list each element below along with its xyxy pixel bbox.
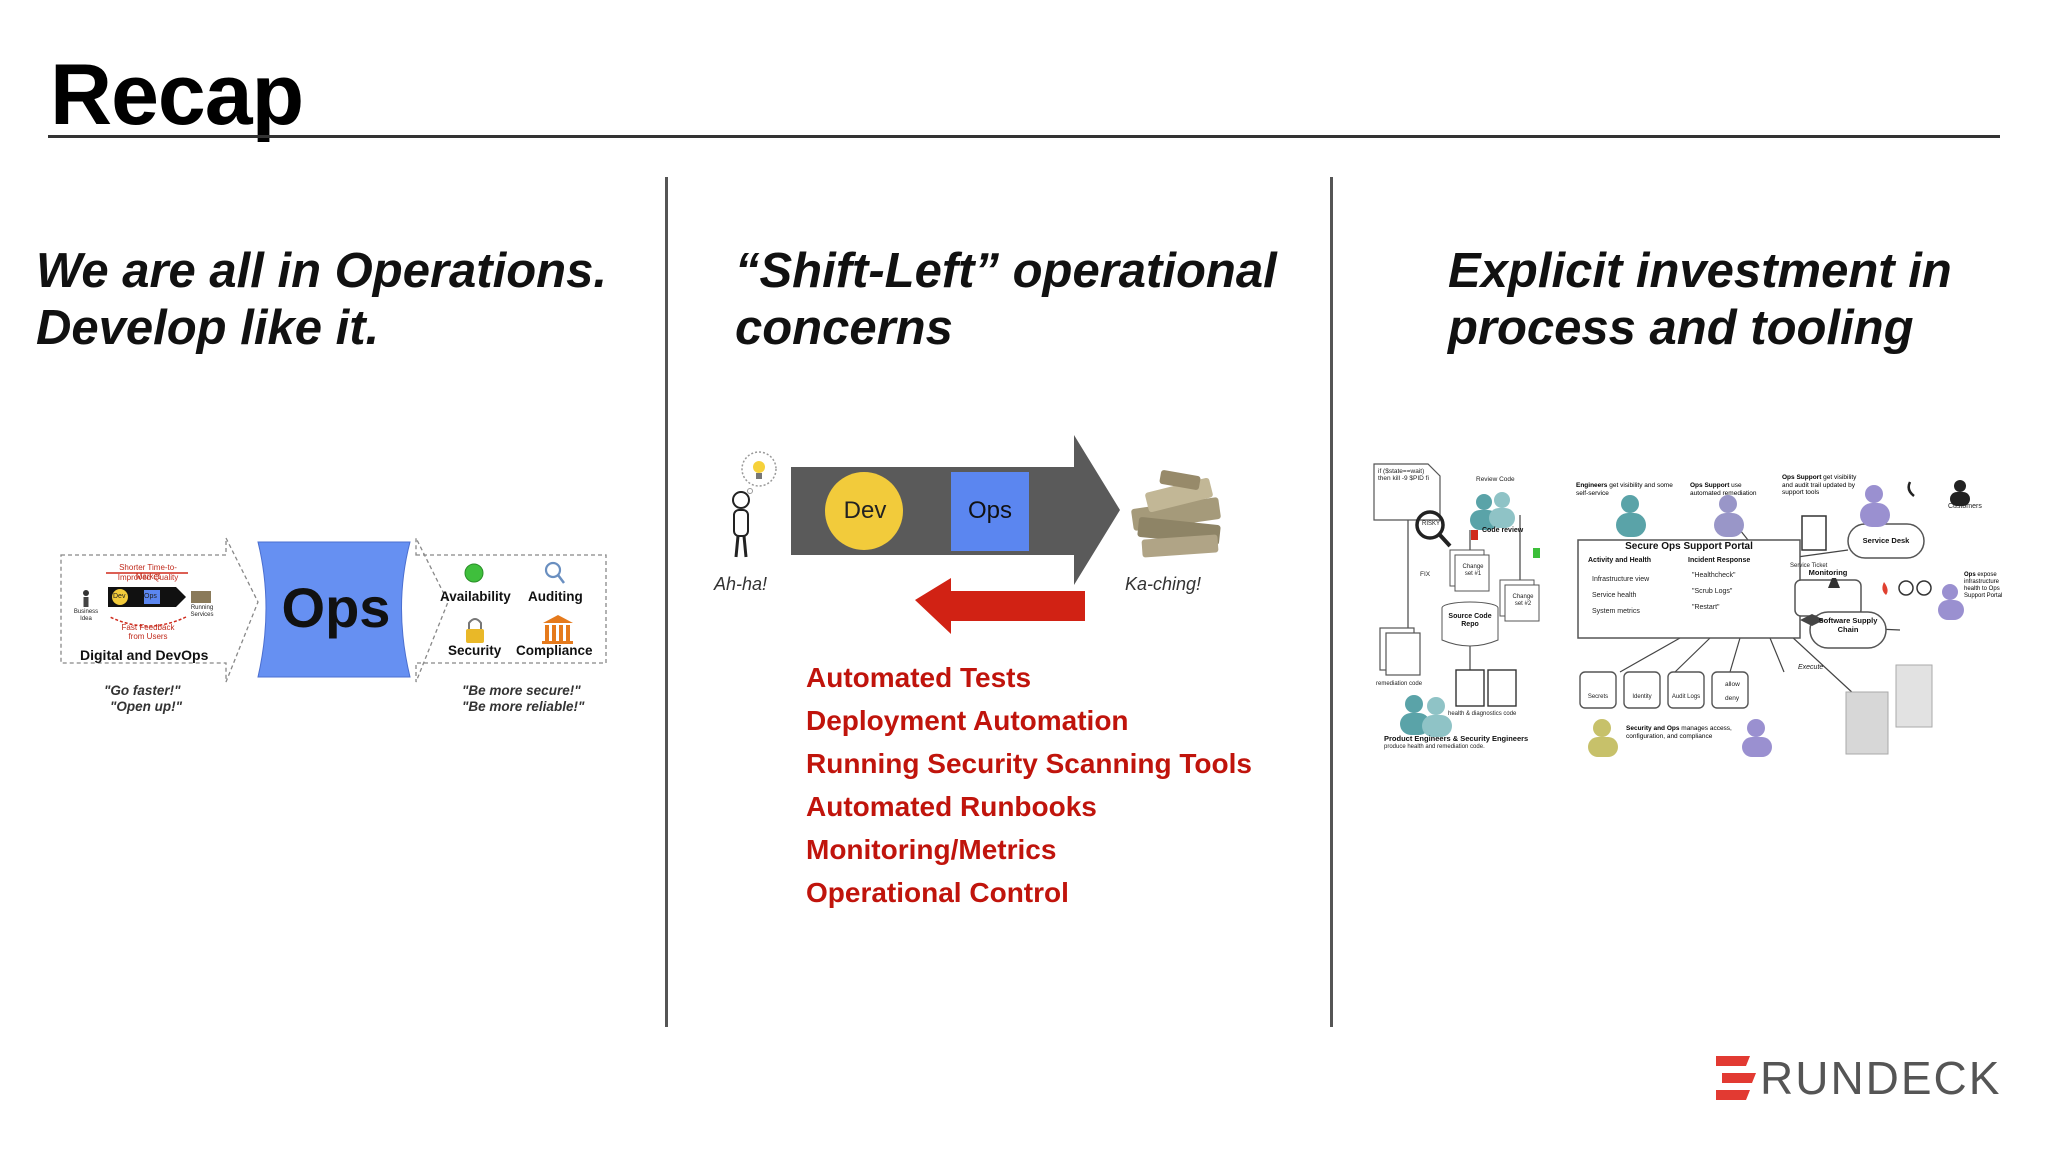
incident-response-list: "Healthcheck" "Scrub Logs" "Restart" <box>1692 568 1736 616</box>
quote-more-reliable: "Be more reliable!" <box>462 699 585 714</box>
supply-chain-label: Software Supply Chain <box>1818 616 1878 634</box>
change-set-1-label: Change set #1 <box>1462 564 1484 577</box>
list-item-operational-control: Operational Control <box>806 877 1069 908</box>
portal-title: Secure Ops Support Portal <box>1625 541 1753 552</box>
deny-label: deny <box>1725 695 1740 702</box>
ops-support2-note-text: get visibility and audit trail updated b… <box>1782 474 1857 496</box>
change-set-2-label: Change set #2 <box>1512 594 1534 607</box>
column-divider-1 <box>665 177 668 1027</box>
incident-item: "Healthcheck" <box>1692 572 1736 579</box>
list-item-deployment-automation: Deployment Automation <box>806 705 1129 736</box>
activity-item: Service health <box>1592 592 1637 599</box>
aha-caption: Ah-ha! <box>714 574 768 594</box>
ops-support2-note-bold: Ops Support <box>1782 474 1822 481</box>
security-label: Security <box>448 643 502 658</box>
slide-title: Recap <box>50 47 304 143</box>
ops-support-note-bold: Ops Support <box>1690 482 1730 489</box>
quote-open-up: "Open up!" <box>110 699 183 714</box>
review-code-label: Review Code <box>1476 476 1515 483</box>
incident-response-header: Incident Response <box>1688 557 1751 564</box>
shorter-ttm-label: Shorter Time-to-Market <box>119 563 177 581</box>
left-figure: Ops Shorter Time-to-Market Improved Qual… <box>58 535 618 725</box>
script-snippet: if ($state==wait) then kill -9 $PID fi <box>1378 468 1429 482</box>
security-ops-bold: Security and Ops <box>1626 725 1680 732</box>
ops-support-note: Ops Support use automated remediation <box>1690 482 1770 497</box>
rundeck-wordmark: RUNDECK <box>1760 1052 2002 1104</box>
list-item-security-scanning: Running Security Scanning Tools <box>806 748 1252 779</box>
execute-label: Execute <box>1798 664 1824 671</box>
incident-item: "Restart" <box>1692 604 1720 611</box>
identity-label: Identity <box>1632 694 1652 700</box>
engineers-note: Engineers get visibility and some self-s… <box>1576 482 1676 497</box>
money-stack-icon <box>1131 470 1221 558</box>
availability-label: Availability <box>440 589 511 604</box>
engineers-note-text: get visibility and some self-service <box>1576 482 1673 497</box>
improved-quality-label: Improved Quality <box>117 573 179 582</box>
activity-health-header: Activity and Health <box>1588 557 1652 564</box>
diagram-lines <box>1373 463 1970 757</box>
fast-feedback-label: Fast Feedback <box>121 623 175 632</box>
mini-dev-label: Dev <box>113 593 126 600</box>
health-code-label: health & diagnostics code <box>1448 711 1517 717</box>
heading-line: process and tooling <box>1448 301 1914 355</box>
ops-support-note-text: use automated remediation <box>1690 482 1757 497</box>
devops-caption: Digital and DevOps <box>80 647 209 663</box>
rundeck-logo: RUNDECK <box>1716 1054 2026 1102</box>
auditing-label: Auditing <box>528 589 583 604</box>
column-2-heading: “Shift-Left” operational concerns <box>735 243 1277 357</box>
security-ops-text: manages access, configuration, and compl… <box>1626 725 1732 740</box>
activity-health-list: Infrastructure view Service health Syste… <box>1592 572 1649 620</box>
ops-expose-note: Ops expose infrastructure health to Ops … <box>1964 572 2010 600</box>
left-figure-shapes <box>60 537 607 683</box>
product-engineers-sub: produce health and remediation code. <box>1384 744 1485 750</box>
column-1-heading: We are all in Operations. Develop like i… <box>36 243 607 357</box>
ops-label: Ops <box>967 497 1012 524</box>
code-review-label: Code review <box>1482 527 1524 534</box>
column-divider-2 <box>1330 177 1333 1027</box>
kaching-caption: Ka-ching! <box>1125 574 1202 594</box>
shift-left-figure <box>732 435 1221 634</box>
product-engineers-label: Product Engineers & Security Engineers <box>1384 734 1529 743</box>
audit-logs-label: Audit Logs <box>1671 694 1701 700</box>
mini-ops-label: Ops <box>144 593 157 600</box>
title-rule <box>48 135 2000 138</box>
list-item-automated-tests: Automated Tests <box>806 662 1032 693</box>
from-users-label: from Users <box>128 632 168 641</box>
remediation-code-label: remediation code <box>1376 681 1423 687</box>
service-ticket-label: Service Ticket <box>1790 563 1828 569</box>
quote-go-faster: "Go faster!" <box>104 683 181 698</box>
ops-box-label: Ops <box>281 576 391 639</box>
ops-expose-bold: Ops <box>1964 572 1976 578</box>
process-tooling-diagram: if ($state==wait) then kill -9 $PID fi R… <box>1370 460 2010 760</box>
activity-item: Infrastructure view <box>1592 576 1650 583</box>
column-3-heading: Explicit investment in process and tooli… <box>1448 243 1952 357</box>
dev-label: Dev <box>843 497 887 524</box>
risky-label: RISKY <box>1422 521 1441 527</box>
source-repo-label: Source Code Repo <box>1448 613 1492 628</box>
list-item-automated-runbooks: Automated Runbooks <box>806 791 1097 822</box>
ops-support2-note: Ops Support get visibility and audit tra… <box>1782 474 1862 497</box>
service-desk-label: Service Desk <box>1862 536 1910 545</box>
quote-more-secure: "Be more secure!" <box>462 683 581 698</box>
incident-item: "Scrub Logs" <box>1692 588 1733 595</box>
heading-line: Explicit investment in <box>1448 244 1952 298</box>
ops-expose-text: expose infrastructure health to Ops Supp… <box>1964 572 2003 599</box>
heading-line: concerns <box>735 301 953 355</box>
business-idea-label: Business Idea <box>73 609 99 622</box>
allow-label: allow <box>1725 681 1740 688</box>
engineers-note-bold: Engineers <box>1576 482 1608 489</box>
heading-line: Develop like it. <box>36 301 380 355</box>
activity-item: System metrics <box>1592 608 1640 615</box>
monitoring-label: Monitoring <box>1808 568 1848 577</box>
running-services-label: Running Services <box>190 605 214 618</box>
security-ops-note: Security and Ops manages access, configu… <box>1626 725 1746 740</box>
fix-label: FIX <box>1420 571 1431 578</box>
heading-line: “Shift-Left” operational <box>735 244 1277 298</box>
rundeck-mark-icon <box>1716 1056 1756 1100</box>
secrets-label: Secrets <box>1587 694 1609 700</box>
list-item-monitoring-metrics: Monitoring/Metrics <box>806 834 1057 865</box>
customers-label: Customers <box>1948 503 1982 510</box>
compliance-label: Compliance <box>516 643 593 658</box>
heading-line: We are all in Operations. <box>36 244 607 298</box>
